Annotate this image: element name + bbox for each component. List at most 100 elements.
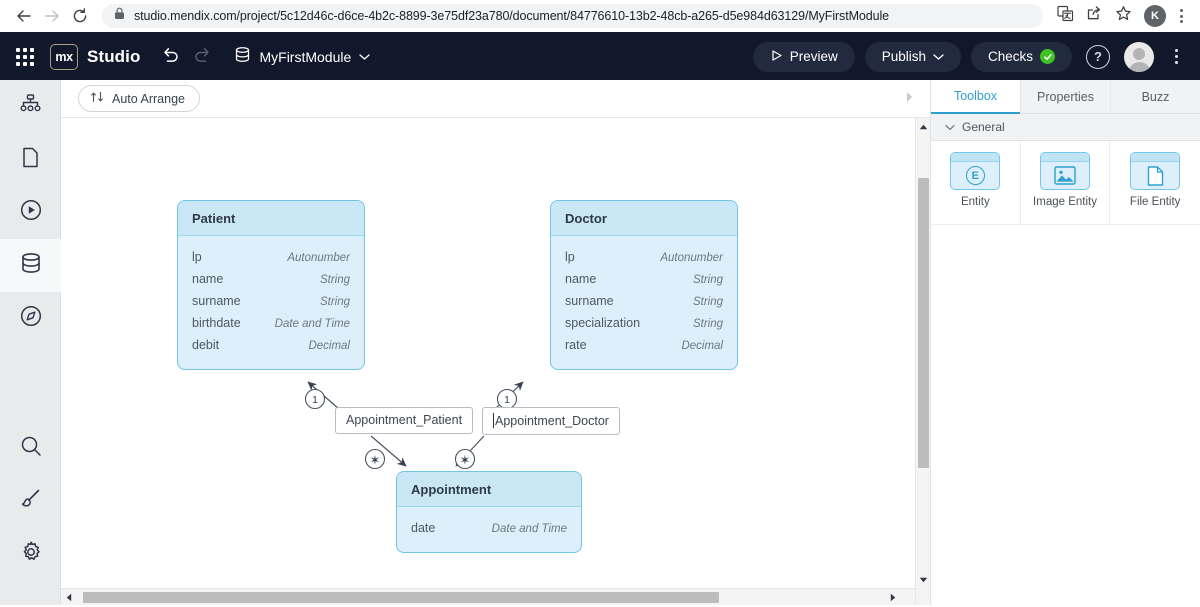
publish-button[interactable]: Publish bbox=[865, 42, 961, 72]
header-overflow-menu[interactable] bbox=[1166, 49, 1186, 64]
page-icon bbox=[18, 145, 43, 175]
entity-title: Patient bbox=[178, 201, 364, 236]
database-icon bbox=[234, 46, 251, 68]
scroll-right-button[interactable] bbox=[885, 589, 901, 606]
compass-icon bbox=[18, 303, 44, 334]
lock-icon bbox=[114, 7, 125, 25]
back-arrow-icon bbox=[15, 7, 33, 25]
reload-button[interactable] bbox=[66, 2, 94, 30]
forward-arrow-icon bbox=[43, 7, 61, 25]
horizontal-scroll-thumb[interactable] bbox=[83, 592, 719, 603]
mendix-logo[interactable]: mx bbox=[50, 44, 78, 70]
scroll-down-button[interactable] bbox=[916, 571, 931, 587]
vertical-scrollbar[interactable] bbox=[915, 118, 930, 605]
tab-buzz[interactable]: Buzz bbox=[1110, 80, 1200, 114]
back-button[interactable] bbox=[10, 2, 38, 30]
rail-spacer bbox=[0, 345, 60, 422]
publish-label: Publish bbox=[882, 49, 926, 64]
chevron-right-icon bbox=[905, 90, 914, 108]
attribute-type: String bbox=[320, 296, 350, 308]
tool-image-entity[interactable]: Image Entity bbox=[1021, 141, 1111, 225]
horizontal-scrollbar[interactable] bbox=[61, 588, 915, 605]
svg-text:1: 1 bbox=[312, 394, 318, 406]
sidebar-item-microflows[interactable] bbox=[0, 186, 61, 239]
attribute-name: birthdate bbox=[192, 316, 241, 330]
kebab-menu-icon bbox=[1175, 49, 1178, 52]
star-icon bbox=[1115, 5, 1132, 27]
sidebar-item-settings[interactable] bbox=[0, 528, 61, 581]
association-label-text: Appointment_Doctor bbox=[495, 414, 609, 428]
tab-properties[interactable]: Properties bbox=[1020, 80, 1110, 114]
product-name: Studio bbox=[87, 47, 140, 67]
vertical-scroll-thumb[interactable] bbox=[918, 178, 929, 468]
play-circle-icon bbox=[18, 197, 44, 228]
preview-button[interactable]: Preview bbox=[753, 42, 855, 72]
auto-arrange-button[interactable]: Auto Arrange bbox=[78, 85, 200, 112]
search-icon bbox=[18, 433, 44, 464]
attribute-type: String bbox=[693, 296, 723, 308]
play-icon bbox=[770, 49, 783, 65]
user-avatar[interactable] bbox=[1124, 42, 1154, 72]
tool-file-entity[interactable]: File Entity bbox=[1110, 141, 1200, 225]
sidebar-item-domain-model[interactable] bbox=[0, 239, 61, 292]
entity-title: Appointment bbox=[397, 472, 581, 507]
module-selector[interactable]: MyFirstModule bbox=[234, 46, 370, 68]
collapse-panel-button[interactable] bbox=[902, 91, 916, 107]
redo-icon bbox=[192, 44, 213, 70]
forward-button[interactable] bbox=[38, 2, 66, 30]
share-button[interactable] bbox=[1081, 3, 1107, 29]
tab-toolbox[interactable]: Toolbox bbox=[931, 80, 1020, 114]
translate-button[interactable] bbox=[1052, 3, 1078, 29]
sidebar-item-pages-navigation[interactable] bbox=[0, 80, 61, 133]
sidebar-item-search[interactable] bbox=[0, 422, 61, 475]
app-grid-icon[interactable] bbox=[16, 48, 34, 66]
scroll-up-button[interactable] bbox=[916, 118, 931, 134]
sidebar-item-pages[interactable] bbox=[0, 133, 61, 186]
attribute-name: specialization bbox=[565, 316, 640, 330]
redo-button[interactable] bbox=[186, 41, 218, 73]
brush-icon bbox=[18, 486, 44, 517]
panel-tabs: Toolbox Properties Buzz bbox=[931, 80, 1200, 114]
toolbox-group-general[interactable]: General bbox=[931, 114, 1200, 141]
toolbox-grid: E Entity Image Entity File Entity bbox=[931, 141, 1200, 225]
attribute-type: Decimal bbox=[681, 340, 723, 352]
checks-label: Checks bbox=[988, 49, 1033, 64]
browser-profile-avatar[interactable]: K bbox=[1144, 5, 1166, 27]
help-button[interactable]: ? bbox=[1086, 45, 1110, 69]
attribute-type: Date and Time bbox=[492, 523, 567, 535]
scroll-left-button[interactable] bbox=[61, 589, 77, 606]
sidebar-item-navigation[interactable] bbox=[0, 292, 61, 345]
attribute-type: String bbox=[693, 274, 723, 286]
checks-button[interactable]: Checks bbox=[971, 42, 1072, 72]
preview-label: Preview bbox=[790, 49, 838, 64]
attribute-row[interactable]: surname String bbox=[192, 290, 350, 312]
bookmark-button[interactable] bbox=[1110, 3, 1136, 29]
svg-text:✶: ✶ bbox=[460, 452, 471, 467]
sidebar-item-styling[interactable] bbox=[0, 475, 61, 528]
attribute-name: surname bbox=[192, 294, 241, 308]
browser-menu-button[interactable] bbox=[1172, 9, 1190, 23]
association-label-appointment_patient[interactable]: Appointment_Patient bbox=[335, 407, 473, 434]
sitemap-icon bbox=[18, 92, 43, 122]
address-bar[interactable]: studio.mendix.com/project/5c12d46c-d6ce-… bbox=[102, 4, 1043, 28]
tool-entity[interactable]: E Entity bbox=[931, 141, 1021, 225]
association-label-appointment_doctor[interactable]: Appointment_Doctor bbox=[482, 407, 620, 435]
attribute-name: debit bbox=[192, 338, 219, 352]
diagram-canvas[interactable]: Auto Arrange 1 1 bbox=[61, 80, 930, 605]
chevron-down-icon bbox=[933, 49, 944, 64]
undo-button[interactable] bbox=[154, 41, 186, 73]
